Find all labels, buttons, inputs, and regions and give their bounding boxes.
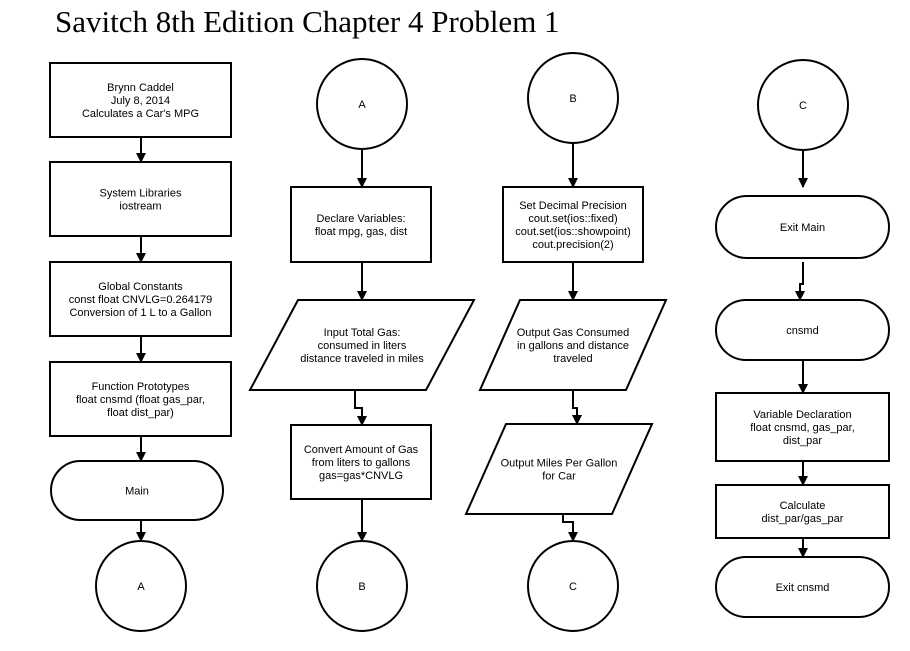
shape-circle (95, 540, 187, 632)
node-label-line: cout.set(ios::showpoint) (515, 226, 631, 238)
node-label-line: float dist_par) (107, 407, 174, 419)
arrow-output-gas-to-mpg (572, 390, 582, 425)
node-label-line: in gallons and distance (517, 340, 629, 352)
node-label-line: B (569, 93, 576, 105)
node-label-line: dist_par/gas_par (762, 513, 844, 525)
node-label-line: C (569, 581, 577, 593)
node-connector-a-in: A (316, 58, 408, 150)
node-main-terminal: Main (50, 460, 224, 521)
node-connector-c-in: C (757, 59, 849, 151)
shape-rect (49, 261, 232, 337)
node-label-line: for Car (542, 471, 576, 483)
node-label-line: A (137, 581, 145, 593)
shape-rect (502, 186, 644, 263)
node-label-line: gas=gas*CNVLG (319, 470, 403, 482)
arrow-input-to-convert (354, 390, 367, 426)
node-connector-b-out: B (316, 540, 408, 632)
node-label-line: System Libraries (100, 188, 182, 200)
node-label-line: Exit cnsmd (776, 582, 830, 594)
shape-rect (290, 424, 432, 500)
shape-rect (715, 484, 890, 539)
node-declare-variables: Declare Variables:float mpg, gas, dist (290, 186, 432, 263)
node-label-line: cout.set(ios::fixed) (528, 213, 617, 225)
shape-circle (316, 540, 408, 632)
node-set-precision: Set Decimal Precisioncout.set(ios::fixed… (502, 186, 644, 263)
shape-circle (757, 59, 849, 151)
node-label-line: C (799, 100, 807, 112)
node-exit-cnsmd: Exit cnsmd (715, 556, 890, 618)
shape-term (50, 460, 224, 521)
shape-rect (49, 361, 232, 437)
node-label-line: Main (125, 486, 149, 498)
node-label-line: distance traveled in miles (300, 353, 424, 365)
node-label-line: from liters to gallons (312, 457, 411, 469)
node-label-line: iostream (119, 201, 161, 213)
node-label-line: const float CNVLG=0.264179 (69, 294, 212, 306)
node-label-line: Output Gas Consumed (517, 327, 630, 339)
node-connector-c-out: C (527, 540, 619, 632)
shape-rect (715, 392, 890, 462)
node-label-line: cout.precision(2) (532, 239, 613, 251)
node-label-line: Calculates a Car's MPG (82, 108, 199, 120)
node-label-line: Set Decimal Precision (519, 200, 627, 212)
node-label-line: float mpg, gas, dist (315, 226, 407, 238)
shape-para (248, 299, 476, 391)
page-title: Savitch 8th Edition Chapter 4 Problem 1 (55, 4, 560, 39)
node-label-line: Variable Declaration (753, 409, 851, 421)
node-label-line: Brynn Caddel (107, 82, 174, 94)
shape-rect (290, 186, 432, 263)
node-label-line: Declare Variables: (316, 213, 405, 225)
node-cnsmd-terminal: cnsmd (715, 299, 890, 361)
node-label-line: Input Total Gas: (324, 327, 401, 339)
shape-para (464, 423, 654, 515)
node-label-line: Conversion of 1 L to a Gallon (69, 307, 211, 319)
shape-circle (527, 540, 619, 632)
node-label-line: Global Constants (98, 281, 183, 293)
shape-rect (49, 161, 232, 237)
shape-para (478, 299, 668, 391)
node-input-total-gas: Input Total Gas:consumed in litersdistan… (248, 299, 476, 391)
node-label-line: Calculate (780, 500, 826, 512)
node-exit-main: Exit Main (715, 195, 890, 259)
node-label-line: July 8, 2014 (111, 95, 170, 107)
node-label-line: cnsmd (786, 325, 818, 337)
shape-term (715, 299, 890, 361)
node-label-line: A (358, 99, 366, 111)
shape-term (715, 195, 890, 259)
node-label-line: consumed in liters (318, 340, 407, 352)
shape-rect (49, 62, 232, 138)
node-label-line: float cnsmd (float gas_par, (76, 394, 205, 406)
shape-circle (527, 52, 619, 144)
node-connector-b-in: B (527, 52, 619, 144)
node-label-line: float cnsmd, gas_par, (750, 422, 855, 434)
shape-circle (316, 58, 408, 150)
arrow-mpg-to-c (562, 514, 578, 542)
node-label-line: B (358, 581, 365, 593)
connector-arrows (136, 137, 808, 558)
node-label-line: Exit Main (780, 222, 825, 234)
node-label-line: traveled (553, 353, 592, 365)
node-label-line: Output Miles Per Gallon (501, 458, 618, 470)
node-connector-a-out: A (95, 540, 187, 632)
arrow-exit-main-to-cnsmd (795, 262, 805, 301)
node-label-line: dist_par (783, 435, 822, 447)
node-label-line: Convert Amount of Gas (304, 444, 419, 456)
shape-term (715, 556, 890, 618)
node-label-line: Function Prototypes (92, 381, 190, 393)
